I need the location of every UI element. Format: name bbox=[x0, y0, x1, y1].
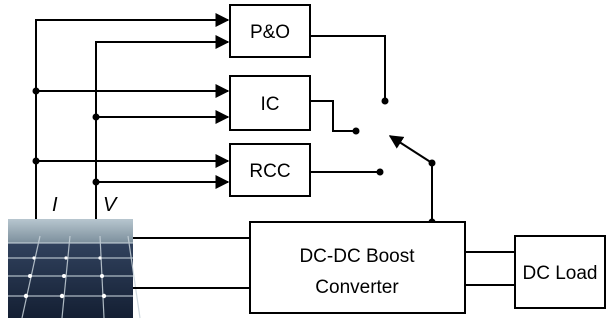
rcc-label: RCC bbox=[249, 161, 290, 182]
po-label: P&O bbox=[250, 22, 290, 43]
boost-label-line1: DC-DC Boost bbox=[299, 246, 415, 267]
po-output bbox=[310, 36, 385, 101]
voltage-sense-line bbox=[96, 42, 228, 219]
junction-dot bbox=[33, 158, 40, 165]
load-label: DC Load bbox=[523, 263, 598, 284]
boost-label-line2: Converter bbox=[315, 277, 399, 298]
po-block: P&O bbox=[230, 5, 310, 57]
ic-output bbox=[310, 101, 354, 131]
solar-panel-icon bbox=[8, 219, 140, 318]
po-switch-contact bbox=[382, 98, 389, 105]
ic-label: IC bbox=[261, 94, 280, 115]
ic-block: IC bbox=[230, 76, 310, 130]
rcc-switch-contact bbox=[377, 169, 384, 176]
ic-switch-contact bbox=[353, 128, 360, 135]
junction-dot bbox=[93, 114, 100, 121]
junction-dot bbox=[33, 88, 40, 95]
dc-load-block: DC Load bbox=[515, 236, 605, 308]
current-sense-line bbox=[36, 20, 228, 219]
boost-converter-block: DC-DC Boost Converter bbox=[250, 222, 465, 313]
rcc-block: RCC bbox=[230, 144, 310, 196]
voltage-label: V bbox=[103, 194, 118, 216]
junction-dot bbox=[93, 179, 100, 186]
current-label: I bbox=[52, 194, 58, 216]
selector-switch-arm bbox=[390, 136, 432, 163]
